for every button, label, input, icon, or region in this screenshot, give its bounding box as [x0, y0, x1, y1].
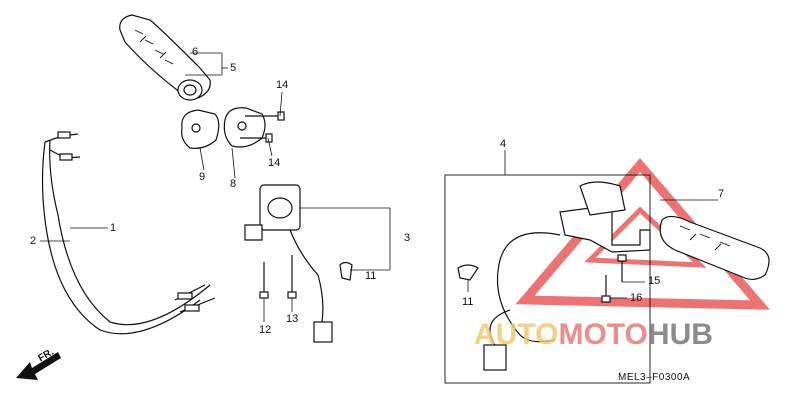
callout-14a: 14: [276, 79, 289, 91]
callout-13: 13: [286, 313, 299, 325]
callout-12: 12: [259, 324, 272, 336]
callout-8: 8: [230, 178, 237, 190]
callout-7: 7: [718, 188, 725, 200]
screws-12-13: [259, 255, 297, 299]
watermark-moto: MOTO: [558, 318, 648, 351]
callout-9: 9: [199, 171, 206, 183]
diagram-code: MEL3–F0300A: [618, 372, 691, 383]
callout-11a: 11: [365, 270, 377, 282]
callout-4: 4: [500, 138, 507, 150]
left-switch-assembly: [244, 184, 333, 343]
callout-11b: 11: [462, 296, 474, 308]
callout-6: 6: [192, 46, 199, 58]
callout-5: 5: [230, 62, 237, 74]
callout-16: 16: [630, 292, 643, 304]
callout-1: 1: [110, 222, 117, 234]
clips-11: [339, 261, 479, 281]
callout-15: 15: [648, 275, 661, 287]
callout-3: 3: [404, 232, 411, 244]
watermark-auto: AUTO: [474, 318, 559, 351]
watermark-logo: AUTOMOTOHUB: [474, 318, 713, 352]
screws-14: [240, 111, 285, 143]
watermark-hub: HUB: [647, 318, 713, 351]
right-grip: [659, 215, 770, 281]
callout-2: 2: [30, 235, 37, 247]
leader-lines: [40, 52, 718, 322]
callout-14b: 14: [268, 157, 281, 169]
front-direction-arrow: [16, 352, 61, 380]
throttle-housing-halves: [181, 107, 266, 149]
throttle-cables: [41, 131, 216, 335]
throttle-grip: [119, 14, 211, 101]
screws-15-16: [601, 254, 627, 303]
right-switch-assembly: [444, 174, 651, 384]
